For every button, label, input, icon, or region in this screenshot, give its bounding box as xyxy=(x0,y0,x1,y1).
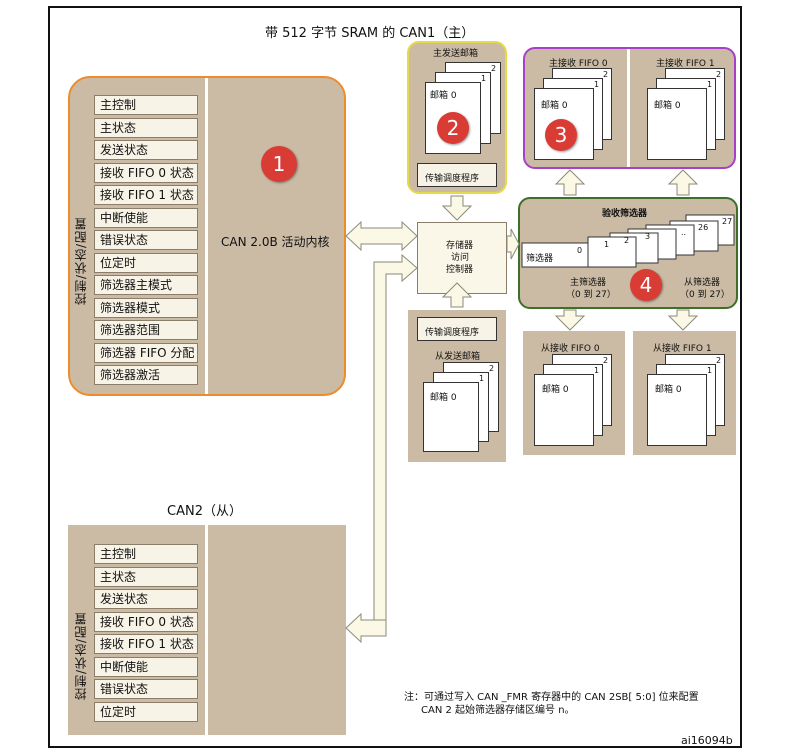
filter-label: 筛选器 xyxy=(526,254,554,264)
filter-num-26: 26 xyxy=(698,223,709,232)
slave-rx-fifo0-title: 从接收 FIFO 0 xyxy=(541,344,600,354)
can1-register-5: 中断使能 xyxy=(94,207,198,228)
slave-tx-mailbox-label: 邮箱 0 xyxy=(430,393,457,403)
filter-num-2: 2 xyxy=(624,236,630,245)
master-rx-divider xyxy=(627,49,630,167)
slave-filter-label: 从筛选器 xyxy=(684,278,721,288)
slave-tx-num-1: 1 xyxy=(479,374,485,383)
can1-core-label: CAN 2.0B 活动内核 xyxy=(221,235,330,249)
master-rx1-mailbox-label: 邮箱 0 xyxy=(654,101,681,111)
badge-3: 3 xyxy=(545,119,577,151)
arrow-slavetx-memory xyxy=(441,282,473,308)
filter-num-3: 3 xyxy=(645,232,651,241)
filter-num-1: 1 xyxy=(604,240,610,249)
can1-register-8: 筛选器主模式 xyxy=(94,275,198,295)
can1-register-3: 接收 FIFO 0 状态 xyxy=(94,162,198,183)
can1-register-9: 筛选器模式 xyxy=(94,297,198,318)
can2-register-6: 错误状态 xyxy=(94,679,198,699)
slave-rx0-mailbox-label: 邮箱 0 xyxy=(542,385,569,395)
can1-register-6: 错误状态 xyxy=(94,230,198,250)
can2-register-0: 主控制 xyxy=(94,544,198,564)
can1-register-2: 发送状态 xyxy=(94,140,198,160)
can1-register-1: 主状态 xyxy=(94,117,198,138)
master-rx1-num-1: 1 xyxy=(707,80,713,89)
can1-divider xyxy=(205,78,208,394)
arrow-filter-masterrx0 xyxy=(554,169,586,196)
slave-filter-range: （0 到 27） xyxy=(680,290,730,300)
slave-rx1-mailbox-label: 邮箱 0 xyxy=(655,385,682,395)
can2-register-5: 中断使能 xyxy=(94,656,198,677)
note-line-2: CAN 2 起始筛选器存储区编号 n。 xyxy=(421,705,575,716)
arrow-can2-head xyxy=(345,612,387,644)
master-tx-scheduler: 传输调度程序 xyxy=(425,174,480,184)
badge-4: 4 xyxy=(630,269,662,301)
arrow-can2-memory xyxy=(373,253,418,629)
master-rx0-mailbox-label: 邮箱 0 xyxy=(541,101,568,111)
master-tx-num-2: 2 xyxy=(491,64,497,73)
slave-rx-fifo1-title: 从接收 FIFO 1 xyxy=(653,344,712,354)
slave-rx1-num-1: 1 xyxy=(707,366,713,375)
filter-num-27: 27 xyxy=(722,217,733,226)
can2-register-3: 接收 FIFO 0 状态 xyxy=(94,611,198,632)
badge-2: 2 xyxy=(437,112,469,144)
master-filter-range: （0 到 27） xyxy=(566,290,616,300)
master-filter-label: 主筛选器 xyxy=(570,278,607,288)
master-tx-mailbox-label: 邮箱 0 xyxy=(430,91,457,101)
figure-frame xyxy=(48,6,742,748)
arrow-filter-slaverx1 xyxy=(667,309,699,331)
slave-tx-num-2: 2 xyxy=(489,364,495,373)
can2-register-2: 发送状态 xyxy=(94,589,198,609)
can2-divider xyxy=(205,525,208,735)
can2-register-4: 接收 FIFO 1 状态 xyxy=(94,634,198,654)
slave-rx0-num-2: 2 xyxy=(603,356,609,365)
filter-num-0: 0 xyxy=(577,246,583,255)
slave-tx-title: 从发送邮箱 xyxy=(435,352,481,362)
slave-tx-scheduler-box xyxy=(417,317,497,341)
badge-1: 1 xyxy=(261,146,297,182)
figure-id: ai16094b xyxy=(681,734,733,747)
can1-register-10: 筛选器范围 xyxy=(94,320,198,340)
arrow-mastertx-memory xyxy=(441,195,473,221)
master-rx-fifo1-title: 主接收 FIFO 1 xyxy=(656,59,715,69)
filters-title: 验收筛选器 xyxy=(602,209,648,219)
memory-controller xyxy=(417,222,507,294)
can1-register-12: 筛选器激活 xyxy=(94,365,198,385)
arrow-filter-slaverx0 xyxy=(554,309,586,331)
master-rx-fifo0-title: 主接收 FIFO 0 xyxy=(549,59,608,69)
note-line-1: 注：可通过写入 CAN _FMR 寄存器中的 CAN 2SB[ 5:0] 位来配… xyxy=(404,692,699,703)
can2-title: CAN2（从） xyxy=(167,504,242,519)
memory-label-1: 存储器 xyxy=(446,241,474,251)
memory-label-3: 控制器 xyxy=(446,265,474,275)
slave-rx1-num-2: 2 xyxy=(716,356,722,365)
master-tx-num-1: 1 xyxy=(481,74,487,83)
can1-register-0: 主控制 xyxy=(94,95,198,115)
filter-num-dots: .. xyxy=(681,228,687,237)
master-tx-scheduler-box xyxy=(417,163,497,187)
filter-cards xyxy=(521,214,735,268)
arrow-can1-memory xyxy=(345,220,418,252)
arrow-memory-filters xyxy=(506,228,520,260)
diagram-title: 带 512 字节 SRAM 的 CAN1（主） xyxy=(265,26,475,41)
master-rx0-num-2: 2 xyxy=(603,70,609,79)
slave-rx0-mailbox-0 xyxy=(534,374,594,446)
master-tx-title: 主发送邮箱 xyxy=(433,49,479,59)
master-rx1-mailbox-0 xyxy=(647,88,707,160)
memory-label-2: 访问 xyxy=(451,253,470,263)
can1-register-7: 位定时 xyxy=(94,252,198,273)
master-rx1-num-2: 2 xyxy=(716,70,722,79)
can1-register-4: 接收 FIFO 1 状态 xyxy=(94,185,198,205)
can1-register-11: 筛选器 FIFO 分配 xyxy=(94,342,198,363)
can2-register-1: 主状态 xyxy=(94,566,198,587)
slave-rx1-mailbox-0 xyxy=(647,374,707,446)
can2-register-7: 位定时 xyxy=(94,701,198,722)
slave-tx-mailbox-0 xyxy=(423,382,479,452)
arrow-filter-masterrx1 xyxy=(667,169,699,196)
master-rx0-num-1: 1 xyxy=(594,80,600,89)
slave-rx0-num-1: 1 xyxy=(594,366,600,375)
slave-tx-scheduler: 传输调度程序 xyxy=(425,328,480,338)
